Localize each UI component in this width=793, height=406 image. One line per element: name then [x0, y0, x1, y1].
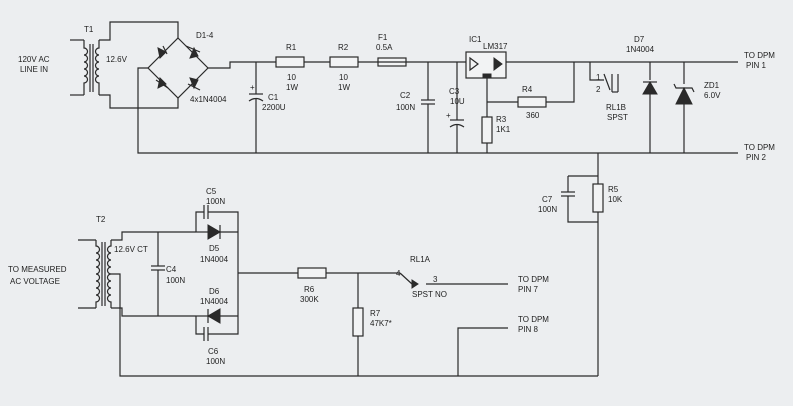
r1-label: R1: [286, 43, 297, 52]
d5-label: D5: [209, 244, 220, 253]
rl1b-pin1: 1: [596, 73, 601, 82]
r3-value: 1K1: [496, 125, 511, 134]
rl1a-label: RL1A: [410, 255, 431, 264]
transformer-t2: T2 12.6V CT: [95, 215, 148, 308]
rl1a-pin4: 4: [396, 269, 401, 278]
c6-value: 100N: [206, 357, 225, 366]
dpm-pin2-label-1: TO DPM: [744, 143, 775, 152]
r7-value: 47K7*: [370, 319, 392, 328]
relay-contact-rl1a: RL1A 4 3 SPST NO: [396, 255, 508, 299]
rl1b-label: RL1B: [606, 103, 626, 112]
resistor-r5: R5 10K: [592, 176, 623, 376]
c5-label: C5: [206, 187, 217, 196]
dpm-pin1-label-1: TO DPM: [744, 51, 775, 60]
resistor-r3: R3 1K1: [481, 102, 511, 153]
c3-value: 10U: [450, 97, 465, 106]
d7-part: 1N4004: [626, 45, 655, 54]
diode-d6: D6 1N4004 C6 100N: [195, 287, 239, 366]
rl1a-pin3: 3: [433, 275, 438, 284]
rl1a-type: SPST NO: [412, 290, 447, 299]
c6-label: C6: [208, 347, 219, 356]
c4-value: 100N: [166, 276, 185, 285]
r2-label: R2: [338, 43, 349, 52]
f1-label: F1: [378, 33, 388, 42]
transformer-t1: T1 12.6V: [83, 25, 128, 95]
measured-label-2: AC VOLTAGE: [10, 277, 60, 286]
c1-label: C1: [268, 93, 279, 102]
dpm-pin2-label-2: PIN 2: [746, 153, 767, 162]
capacitor-c3: + C3 10U: [446, 62, 465, 153]
zd1-label: ZD1: [704, 81, 720, 90]
fuse-f1: F1 0.5A: [376, 33, 407, 67]
ic1-part: LM317: [483, 42, 508, 51]
r6-label: R6: [304, 285, 315, 294]
ac-line-label-1: 120V AC: [18, 55, 50, 64]
c7-label: C7: [542, 195, 553, 204]
dpm-pin8-label-2: PIN 8: [518, 325, 539, 334]
c2-label: C2: [400, 91, 411, 100]
c1-value: 2200U: [262, 103, 286, 112]
ic1-label: IC1: [469, 35, 482, 44]
d6-part: 1N4004: [200, 297, 229, 306]
rl1b-pin2: 2: [596, 85, 601, 94]
measured-label-1: TO MEASURED: [8, 265, 67, 274]
c5-value: 100N: [206, 197, 225, 206]
r6-value: 300K: [300, 295, 319, 304]
measured-ac-input: TO MEASURED AC VOLTAGE: [8, 239, 96, 309]
zd1-value: 6.0V: [704, 91, 721, 100]
d7-label: D7: [634, 35, 645, 44]
resistor-r7: R7 47K7*: [352, 273, 392, 376]
c3-label: C3: [449, 87, 460, 96]
d5-part: 1N4004: [200, 255, 229, 264]
resistor-r6: R6 300K: [297, 267, 400, 304]
c4-label: C4: [166, 265, 177, 274]
relay-contact-rl1b: 1 2 RL1B SPST: [589, 62, 628, 122]
r2-power: 1W: [338, 83, 350, 92]
rl1b-type: SPST: [607, 113, 628, 122]
t2-voltage: 12.6V CT: [114, 245, 148, 254]
bridge-rectifier-d1-4: D1-4 4x1N4004: [147, 31, 227, 104]
d1-4-part: 4x1N4004: [190, 95, 227, 104]
d1-4-label: D1-4: [196, 31, 214, 40]
regulator-ic1: IC1 LM317: [465, 35, 508, 102]
capacitor-c1: + C1 2200U: [248, 62, 286, 153]
c7-value: 100N: [538, 205, 557, 214]
capacitor-c7: C7 100N: [538, 176, 598, 223]
d6-label: D6: [209, 287, 220, 296]
t2-label: T2: [96, 215, 106, 224]
r7-label: R7: [370, 309, 381, 318]
r4-value: 360: [526, 111, 540, 120]
diode-d5: C5 100N D5 1N4004: [195, 187, 239, 264]
r4-label: R4: [522, 85, 533, 94]
r5-label: R5: [608, 185, 619, 194]
t1-voltage: 12.6V: [106, 55, 128, 64]
f1-value: 0.5A: [376, 43, 393, 52]
r1-power: 1W: [286, 83, 298, 92]
capacitor-c2: C2 100N: [396, 62, 435, 153]
c1-plus: +: [250, 83, 255, 92]
zener-zd1: ZD1 6.0V: [673, 62, 721, 153]
resistor-r1: R1 10 1W: [275, 43, 305, 92]
resistor-r2: R2 10 1W: [329, 43, 359, 92]
r3-label: R3: [496, 115, 507, 124]
c2-value: 100N: [396, 103, 415, 112]
dpm-pin7-label-2: PIN 7: [518, 285, 539, 294]
resistor-r4: R4 360: [487, 62, 575, 120]
r5-value: 10K: [608, 195, 623, 204]
ac-line-input: 120V AC LINE IN: [18, 39, 84, 96]
r2-value: 10: [339, 73, 348, 82]
t1-label: T1: [84, 25, 94, 34]
c3-plus: +: [446, 111, 451, 120]
dpm-pin7-label-1: TO DPM: [518, 275, 549, 284]
dpm-pin8-label-1: TO DPM: [518, 315, 549, 324]
dpm-pin1-label-2: PIN 1: [746, 61, 767, 70]
ac-line-label-2: LINE IN: [20, 65, 48, 74]
r1-value: 10: [287, 73, 296, 82]
capacitor-c4: C4 100N: [151, 232, 185, 316]
diode-d7: D7 1N4004: [626, 35, 658, 153]
